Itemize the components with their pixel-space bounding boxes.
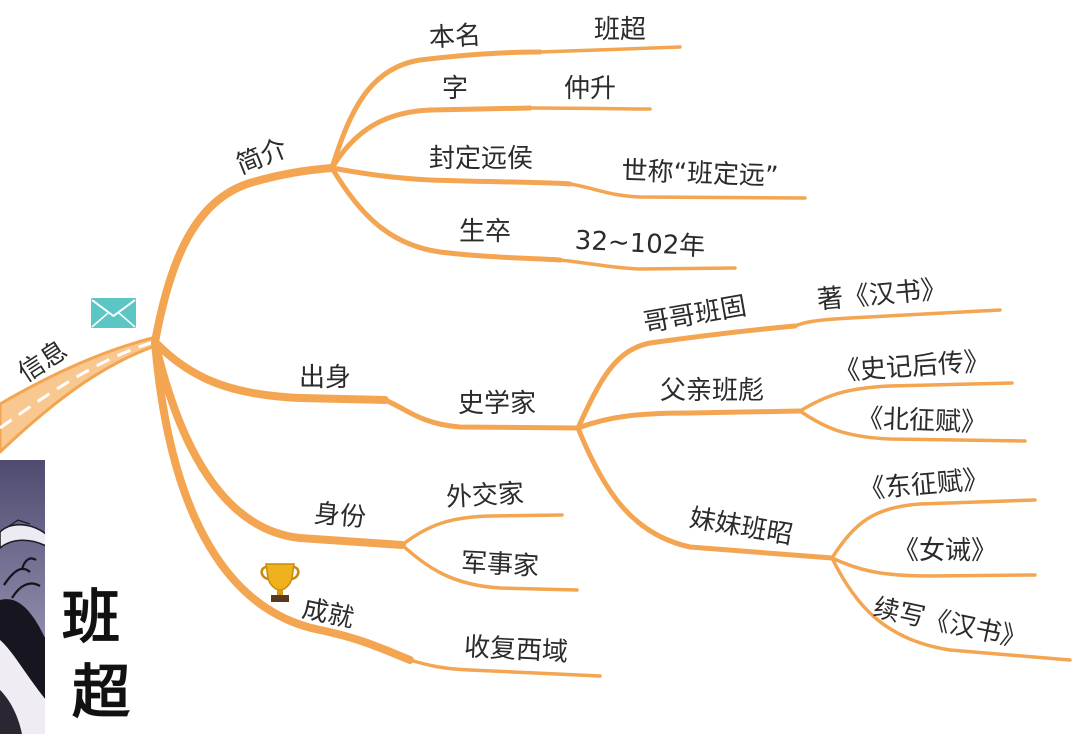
branch-origin — [151, 308, 1072, 662]
branch-line-lifespan-value — [558, 258, 737, 271]
branch-line-title — [329, 165, 573, 187]
branch-line-historian — [382, 397, 581, 431]
branch-line-elder-brother-work — [793, 308, 1002, 328]
branch-line-younger-sister — [575, 425, 835, 561]
value-original-name: 班超 — [594, 15, 646, 45]
node-military: 军事家 — [460, 548, 539, 582]
trophy-icon — [260, 563, 300, 602]
node-father: 父亲班彪 — [660, 376, 764, 406]
subtopic-courtesy-name: 字 — [442, 74, 468, 104]
branch-identity — [151, 338, 579, 592]
branch-line-original-name — [329, 49, 543, 171]
portrait-title-char-second: 超 — [72, 658, 131, 726]
branch-line-sister-work-3 — [830, 556, 1072, 662]
branch-line-title-value — [568, 182, 807, 200]
branch-line-achievement — [151, 338, 414, 664]
topic-identity: 身份 — [313, 499, 367, 533]
branch-line-diplomat — [400, 513, 564, 547]
branch-line-original-name-value — [538, 45, 682, 54]
portrait-image — [0, 460, 45, 734]
branch-line-lifespan — [329, 165, 563, 263]
topic-origin: 出身 — [299, 363, 351, 393]
subtopic-historian: 史学家 — [458, 389, 536, 419]
branch-line-father-work-2 — [798, 409, 1027, 443]
node-diplomat: 外交家 — [445, 479, 524, 513]
branch-line-sister-work-1 — [830, 498, 1037, 560]
branch-line-origin — [151, 338, 389, 404]
subtopic-original-name: 本名 — [428, 21, 482, 54]
value-courtesy-name: 仲升 — [564, 74, 616, 104]
portrait-title-char-first: 班 — [62, 583, 120, 651]
branch-achievement — [151, 338, 602, 678]
node-elder-brother-work: 著《汉书》 — [816, 274, 948, 315]
value-lifespan: 32~102年 — [574, 226, 706, 263]
subtopic-title: 封定远侯 — [429, 144, 533, 174]
branch-line-sister-work-2 — [830, 556, 1037, 578]
node-younger-sister: 妹妹班昭 — [687, 503, 795, 551]
branch-line-courtesy-name-value — [528, 106, 652, 111]
branch-line-elder-brother — [575, 323, 798, 431]
branch-line-father — [575, 408, 803, 431]
node-father-work-2: 《北征赋》 — [857, 404, 988, 439]
node-recover-western-regions: 收复西域 — [463, 632, 568, 667]
subtopic-lifespan: 生卒 — [459, 217, 511, 247]
node-sister-work-2: 《女诫》 — [893, 536, 997, 566]
branch-line-western-regions — [408, 658, 602, 678]
envelope-icon — [91, 298, 136, 328]
branch-line-father-work-1 — [798, 381, 1014, 413]
branch-line-identity — [151, 338, 406, 549]
root-branch-band — [0, 335, 160, 454]
node-father-work-1: 《史记后传》 — [833, 347, 991, 388]
branch-intro — [151, 45, 807, 346]
branch-line-courtesy-name — [329, 105, 533, 171]
node-sister-work-3: 续写《汉书》 — [871, 593, 1030, 655]
branch-line-military — [400, 543, 579, 592]
branch-line-intro — [151, 164, 336, 346]
value-title: 世称“班定远” — [621, 156, 779, 191]
node-sister-work-1: 《东征赋》 — [858, 464, 990, 505]
